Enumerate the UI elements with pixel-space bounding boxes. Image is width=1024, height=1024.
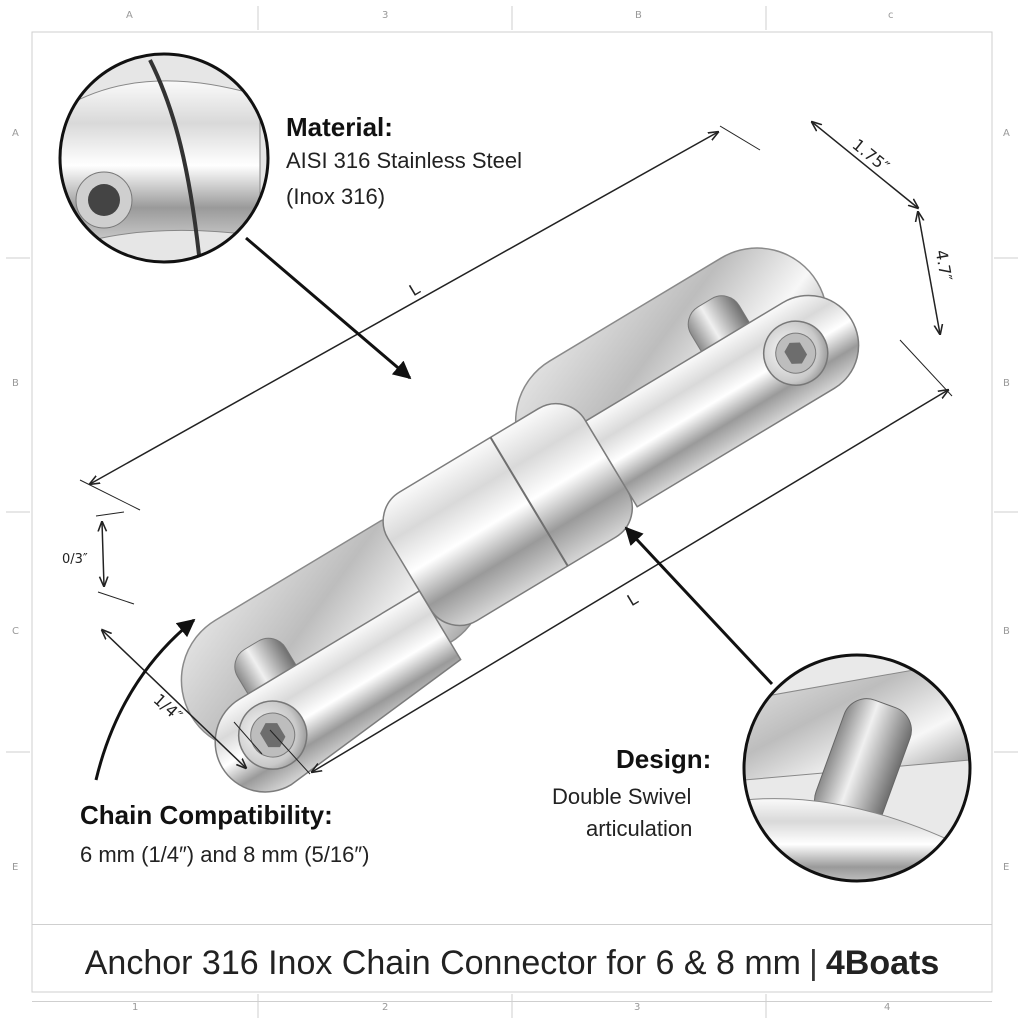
frame-label-bottom-4: 4 <box>884 1002 891 1013</box>
chain-compatibility-title: Chain Compatibility: <box>80 800 333 830</box>
frame-label-right-4: E <box>1003 862 1010 873</box>
right-bolt-head <box>762 320 829 386</box>
frame-label-top-3: B <box>635 10 642 21</box>
frame-label-left-2: B <box>12 378 19 389</box>
material-title: Material: <box>286 112 393 142</box>
product-caption: Anchor 316 Inox Chain Connector for 6 & … <box>32 924 992 1002</box>
frame-label-top-4: c <box>888 10 894 21</box>
frame-label-left-4: E <box>12 862 19 873</box>
brand-name: 4Boats <box>825 943 940 982</box>
design-line-1: Double Swivel <box>552 784 692 809</box>
design-line-2: articulation <box>586 816 693 841</box>
dim-width <box>812 122 918 208</box>
drawing-frame <box>6 6 1018 1018</box>
frame-label-bottom-2: 2 <box>382 1002 389 1013</box>
frame-label-left-3: C <box>12 626 19 637</box>
chain-compatibility-body: 6 mm (1/4″) and 8 mm (5/16″) <box>80 842 370 867</box>
frame-label-right-2: B <box>1003 378 1010 389</box>
design-zoom-detail <box>742 653 972 883</box>
dim-length-bottom <box>312 390 948 772</box>
dim-thickness <box>102 522 104 586</box>
chain-arrow <box>94 618 196 781</box>
dim-height <box>918 212 940 334</box>
dim-pin <box>102 630 246 768</box>
callout-arrows <box>94 236 774 781</box>
design-arrow <box>624 526 774 686</box>
frame-label-right-3: B <box>1003 626 1010 637</box>
caption-separator: | <box>809 943 818 982</box>
caption-text: Anchor 316 Inox Chain Connector for 6 & … <box>84 943 802 982</box>
material-arrow <box>245 236 412 380</box>
frame-label-bottom-1: 1 <box>132 1002 139 1013</box>
material-zoom-detail <box>58 52 270 264</box>
material-line-1: AISI 316 Stainless Steel <box>286 148 523 173</box>
dim-label-thickness: 0/3″ <box>62 552 88 567</box>
frame-label-bottom-3: 3 <box>634 1002 641 1013</box>
frame-label-top-1: A <box>126 10 133 21</box>
frame-label-right-1: A <box>1003 128 1010 139</box>
design-title: Design: <box>616 744 712 774</box>
frame-label-top-2: 3 <box>382 10 389 21</box>
frame-label-left-1: A <box>12 128 19 139</box>
material-line-2: (Inox 316) <box>286 184 386 209</box>
dimension-lines <box>79 122 953 775</box>
dim-length-top <box>90 132 718 484</box>
